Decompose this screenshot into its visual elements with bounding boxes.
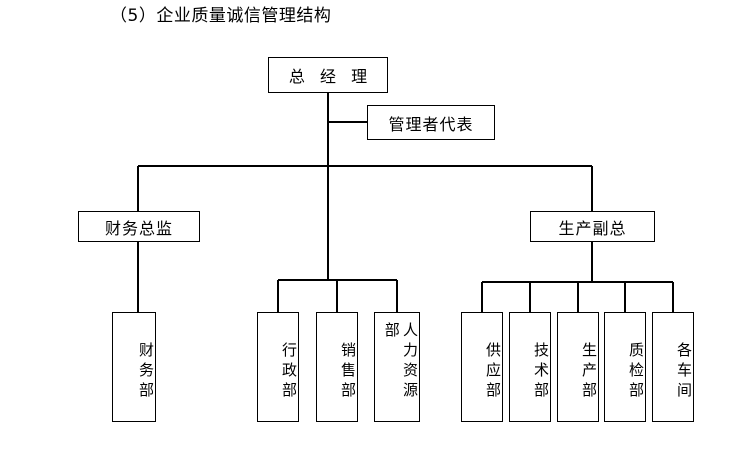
page-title: （5）企业质量诚信管理结构	[110, 6, 332, 26]
node-production-department[interactable]: 生产部	[557, 312, 599, 422]
node-production-vice-president[interactable]: 生产副总	[530, 211, 655, 242]
node-supply-department[interactable]: 供应部	[461, 312, 503, 422]
node-quality-inspection-department[interactable]: 质检部	[604, 312, 646, 422]
node-human-resources-department[interactable]: 人力资源部	[374, 312, 420, 422]
node-finance-department[interactable]: 财务部	[112, 312, 156, 422]
node-administration-department[interactable]: 行政部	[257, 312, 299, 422]
node-workshops[interactable]: 各车间	[652, 312, 694, 422]
node-sales-department[interactable]: 销售部	[316, 312, 358, 422]
node-management-representative[interactable]: 管理者代表	[367, 105, 495, 140]
node-general-manager[interactable]: 总 经 理	[268, 57, 388, 93]
node-financial-director[interactable]: 财务总监	[78, 211, 200, 242]
node-technology-department[interactable]: 技术部	[509, 312, 551, 422]
